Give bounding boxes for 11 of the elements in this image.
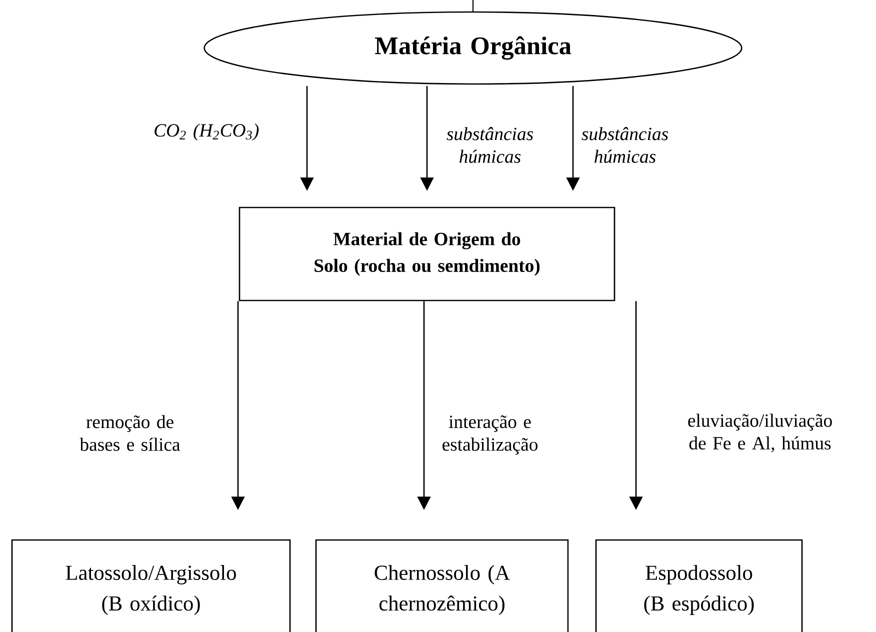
edge-label: remoção de bases e sílica	[80, 415, 180, 451]
edge-label: substâncias húmicas	[582, 127, 668, 163]
text-box: Material de Origem do Solo (rocha ou semdimento)	[238, 206, 616, 302]
text-box: Latossolo/Argissolo (B oxídico)	[11, 539, 291, 632]
ellipse-node: Matéria Orgânica	[204, 11, 742, 85]
edge-label: interação e estabilização	[442, 415, 538, 455]
edge-label: substâncias húmicas	[446, 127, 533, 163]
edge-label: CO$_{2}$ (H$_{2}$CO$_{3}$)	[154, 124, 259, 140]
edge-label: eluviação/iluviação de Fe e Al, húmus	[688, 414, 832, 452]
text-box: Espodossolo (B espódico)	[595, 539, 803, 632]
text-box: Chernossolo (A chernozêmico)	[315, 539, 569, 632]
